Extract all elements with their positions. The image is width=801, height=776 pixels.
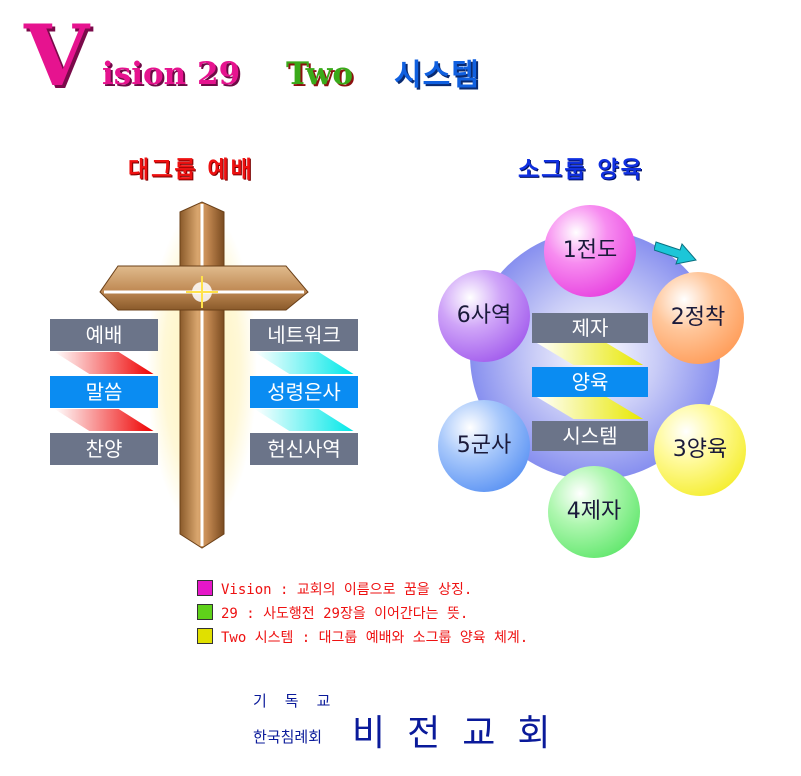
footer-denomination: 기독교 [253,692,349,710]
legend-text-29: 29 : 사도행전 29장을 이어간다는 뜻. [221,606,469,622]
footer-church-name: 비전교회 [352,713,573,754]
title-rest: ision 29 [102,56,241,92]
title-two: Two [286,56,354,92]
legend-item-29: 29 : 사도행전 29장을 이어간다는 뜻. [197,604,468,624]
right-ribbon-1 [254,352,354,374]
circle-evangelism: 1전도 [544,205,636,297]
center-label-disciple: 제자 [532,313,648,343]
legend-swatch-yellow [197,628,213,644]
legend-swatch-green [197,604,213,620]
center-ribbon-1 [536,343,644,365]
legend-item-vision: Vision : 교회의 이름으로 꿈을 상징. [197,580,472,600]
right-ribbon-2 [254,409,354,431]
right-label-network: 네트워크 [250,319,358,351]
circle-ministry: 6사역 [438,270,530,362]
legend-text-vision: Vision : 교회의 이름으로 꿈을 상징. [221,582,473,598]
title-initial: V [24,6,90,105]
arrow-icon [654,241,697,265]
left-section-heading: 대그룹 예배 [128,157,254,183]
circle-disciple: 4제자 [548,466,640,558]
left-label-worship: 예배 [50,319,158,351]
circle-soldier: 5군사 [438,400,530,492]
footer-church-group: 한국침례회 [253,728,323,746]
title-system: 시스템 [394,58,480,93]
legend-text-two-system: Two 시스템 : 대그룹 예배와 소그룹 양육 체계. [221,630,529,646]
right-label-devoted-ministry: 헌신사역 [250,433,358,465]
left-ribbon-1 [54,352,154,374]
right-label-spiritual-gifts: 성령은사 [250,376,358,408]
center-label-system: 시스템 [532,421,648,451]
left-label-praise: 찬양 [50,433,158,465]
circle-settlement: 2정착 [652,272,744,364]
right-section-heading: 소그룹 양육 [518,157,644,183]
circle-nurture: 3양육 [654,404,746,496]
left-label-word: 말씀 [50,376,158,408]
center-ribbon-2 [536,397,644,419]
left-ribbon-2 [54,409,154,431]
center-label-nurture: 양육 [532,367,648,397]
legend-item-two-system: Two 시스템 : 대그룹 예배와 소그룹 양육 체계. [197,628,528,648]
cross-graphic [99,201,309,549]
legend-swatch-magenta [197,580,213,596]
